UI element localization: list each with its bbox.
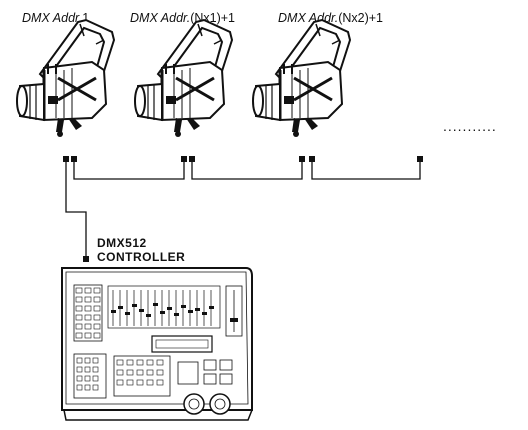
dmx-cable bbox=[65, 160, 421, 256]
controller-label-line2: CONTROLLER bbox=[97, 250, 186, 264]
dmx-controller-icon bbox=[61, 267, 253, 421]
continuation-dots: ........... bbox=[443, 118, 497, 134]
controller-label-line1: DMX512 bbox=[97, 236, 147, 250]
dmx-connectors bbox=[63, 156, 423, 262]
fixture-1-address-label: DMX Addr.1 bbox=[22, 11, 90, 25]
